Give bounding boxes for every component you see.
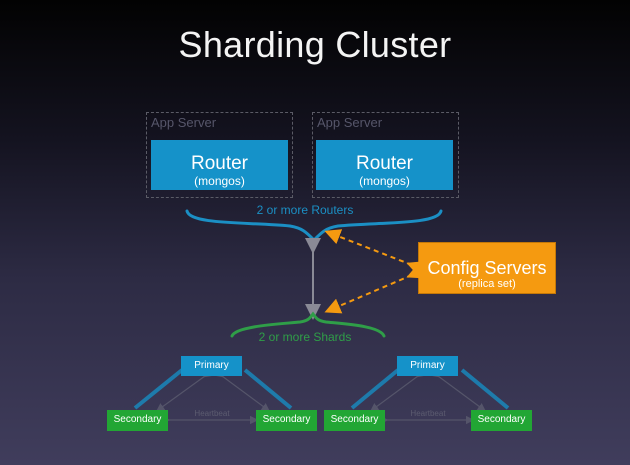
router-label: Router — [190, 153, 249, 174]
heartbeat-line — [430, 369, 486, 412]
heartbeat-line — [156, 369, 213, 412]
config-arrow-lower — [324, 263, 425, 314]
replication-arrow — [350, 368, 400, 410]
config-servers-label: Config Servers — [427, 258, 547, 278]
shard-2-primary: Primary — [397, 356, 458, 376]
diagram-title: Sharding Cluster — [178, 24, 452, 65]
shards-brace — [230, 311, 386, 338]
app-server-label: App Server — [151, 115, 217, 130]
app-server-label: App Server — [317, 115, 383, 130]
app-server-box-2: App Server — [312, 112, 459, 198]
shard-1-heartbeat-label: Heartbeat — [194, 409, 230, 418]
config-arrow-upper — [324, 229, 425, 277]
heartbeat-line — [214, 369, 270, 412]
shard-2-secondary-right: Secondary — [471, 410, 532, 431]
app-server-box-1: App Server — [146, 112, 293, 198]
routers-caption: 2 or more Routers — [256, 203, 354, 217]
router-label: Router — [355, 153, 414, 174]
shard-2-secondary-left: Secondary — [324, 410, 385, 431]
shard-1-primary: Primary — [181, 356, 242, 376]
shard-1-secondary-right: Secondary — [256, 410, 317, 431]
router-sublabel: (mongos) — [359, 174, 410, 188]
replication-arrow — [460, 368, 510, 410]
heartbeat-line — [370, 369, 426, 412]
shard-1-secondary-left: Secondary — [107, 410, 168, 431]
replication-arrow — [243, 368, 293, 410]
router-box-2: Router (mongos) — [316, 140, 453, 190]
router-box-1: Router (mongos) — [151, 140, 288, 190]
config-servers-sublabel: (replica set) — [458, 278, 516, 290]
shards-caption: 2 or more Shards — [258, 330, 352, 344]
routers-brace — [185, 209, 443, 243]
replication-arrow — [133, 368, 184, 410]
config-servers-box: Config Servers (replica set) — [418, 242, 556, 294]
router-sublabel: (mongos) — [194, 174, 245, 188]
shard-2-heartbeat-label: Heartbeat — [410, 409, 446, 418]
